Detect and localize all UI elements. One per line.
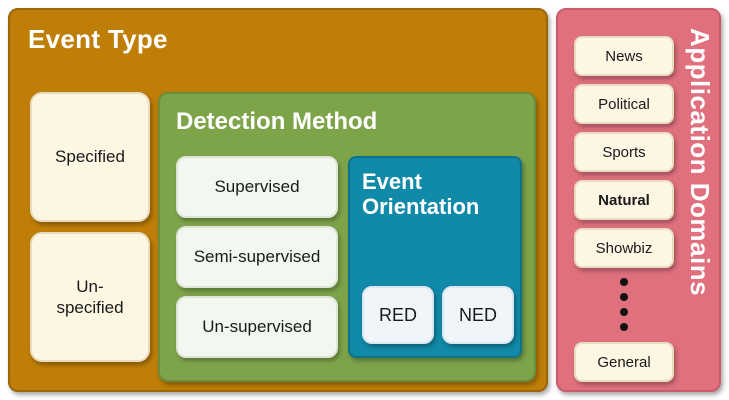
event-orientation-title: Event Orientation [362,169,480,219]
method-box-semi-supervised[interactable]: Semi-supervised [176,226,338,288]
event-type-box-unspecified[interactable]: Un- specified [30,232,150,362]
dot-icon [620,307,628,316]
event-type-box-specified[interactable]: Specified [30,92,150,222]
method-box-un-supervised-label: Un-supervised [202,317,312,336]
method-box-supervised-label: Supervised [214,177,300,196]
domain-box-general-label: General [597,353,651,371]
dot-icon [620,277,628,286]
domain-box-news-label: News [605,47,643,65]
method-box-semi-supervised-label: Semi-supervised [193,247,321,266]
domain-box-showbiz-label: Showbiz [595,239,653,257]
orientation-box-ned[interactable]: NED [442,286,514,344]
application-domains-panel: Application Domains News Political Sport… [556,8,721,392]
detection-method-panel: Detection Method Supervised Semi-supervi… [158,92,536,382]
method-box-un-supervised[interactable]: Un-supervised [176,296,338,358]
domain-box-sports[interactable]: Sports [574,132,674,172]
domain-box-showbiz[interactable]: Showbiz [574,228,674,268]
domain-box-natural-label: Natural [598,191,650,209]
domain-box-news[interactable]: News [574,36,674,76]
orientation-box-red-label: RED [378,304,417,325]
event-type-panel: Event Type Specified Un- specified Detec… [8,8,548,392]
application-domains-title: Application Domains [685,28,715,297]
event-orientation-panel: Event Orientation RED NED [348,156,522,358]
event-type-title: Event Type [28,24,168,54]
dot-icon [620,322,628,331]
dot-icon [620,292,628,301]
method-box-supervised[interactable]: Supervised [176,156,338,218]
domain-box-sports-label: Sports [602,143,646,161]
detection-method-title: Detection Method [176,108,378,135]
domain-box-natural[interactable]: Natural [574,180,674,220]
ellipsis-dots-icon [574,268,674,340]
event-type-box-unspecified-label: Un- specified [56,276,124,317]
event-type-box-specified-label: Specified [55,147,125,167]
domain-box-political[interactable]: Political [574,84,674,124]
domain-box-general[interactable]: General [574,342,674,382]
orientation-box-red[interactable]: RED [362,286,434,344]
orientation-box-ned-label: NED [458,304,497,325]
domain-box-political-label: Political [598,95,650,113]
